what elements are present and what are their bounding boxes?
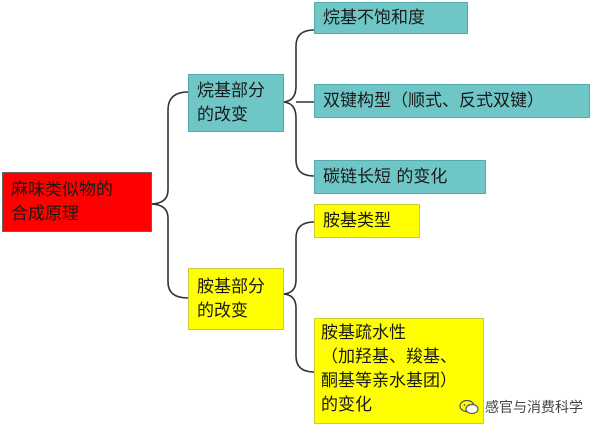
amine-item-hydrophobicity-line-2: （加羟基、羧基、 [321, 347, 457, 367]
alkyl-node: 烷基部分 的改变 [188, 74, 284, 132]
amine-item-hydrophobicity-line-4: 的变化 [321, 395, 372, 415]
amine-item-hydrophobicity-line-1: 胺基疏水性 [321, 323, 406, 343]
alkyl-item-double-bond-text: 双键构型（顺式、反式双键） [323, 91, 544, 111]
watermark-text: 感官与消费科学 [485, 400, 583, 416]
main-brace [149, 91, 189, 299]
watermark: 感官与消费科学 [459, 397, 583, 417]
alkyl-label-line-1: 烷基部分 [197, 81, 265, 101]
amine-item-hydrophobicity-line-3: 酮基等亲水基团） [321, 371, 457, 391]
alkyl-item-double-bond: 双键构型（顺式、反式双键） [314, 84, 590, 118]
alkyl-item-unsaturation: 烷基不饱和度 [314, 2, 468, 34]
amine-item-hydrophobicity: 胺基疏水性 （加羟基、羧基、 酮基等亲水基团） 的变化 [314, 318, 484, 424]
amine-node: 胺基部分 的改变 [188, 268, 284, 330]
wechat-icon [459, 399, 479, 415]
root-line-1: 麻味类似物的 [11, 180, 113, 200]
alkyl-label-line-2: 的改变 [197, 105, 248, 125]
alkyl-item-chain-length-text: 碳链长短 的变化 [323, 167, 448, 187]
amine-item-type: 胺基类型 [314, 204, 420, 238]
alkyl-item-unsaturation-text: 烷基不饱和度 [323, 8, 425, 28]
alkyl-item-chain-length: 碳链长短 的变化 [314, 160, 486, 194]
root-line-2: 合成原理 [11, 204, 79, 224]
amine-item-type-text: 胺基类型 [323, 211, 391, 231]
amine-label-line-2: 的改变 [197, 301, 248, 321]
amine-label-line-1: 胺基部分 [197, 277, 265, 297]
root-node: 麻味类似物的 合成原理 [2, 172, 152, 232]
amine-brace [281, 221, 315, 373]
alkyl-brace [281, 29, 315, 177]
